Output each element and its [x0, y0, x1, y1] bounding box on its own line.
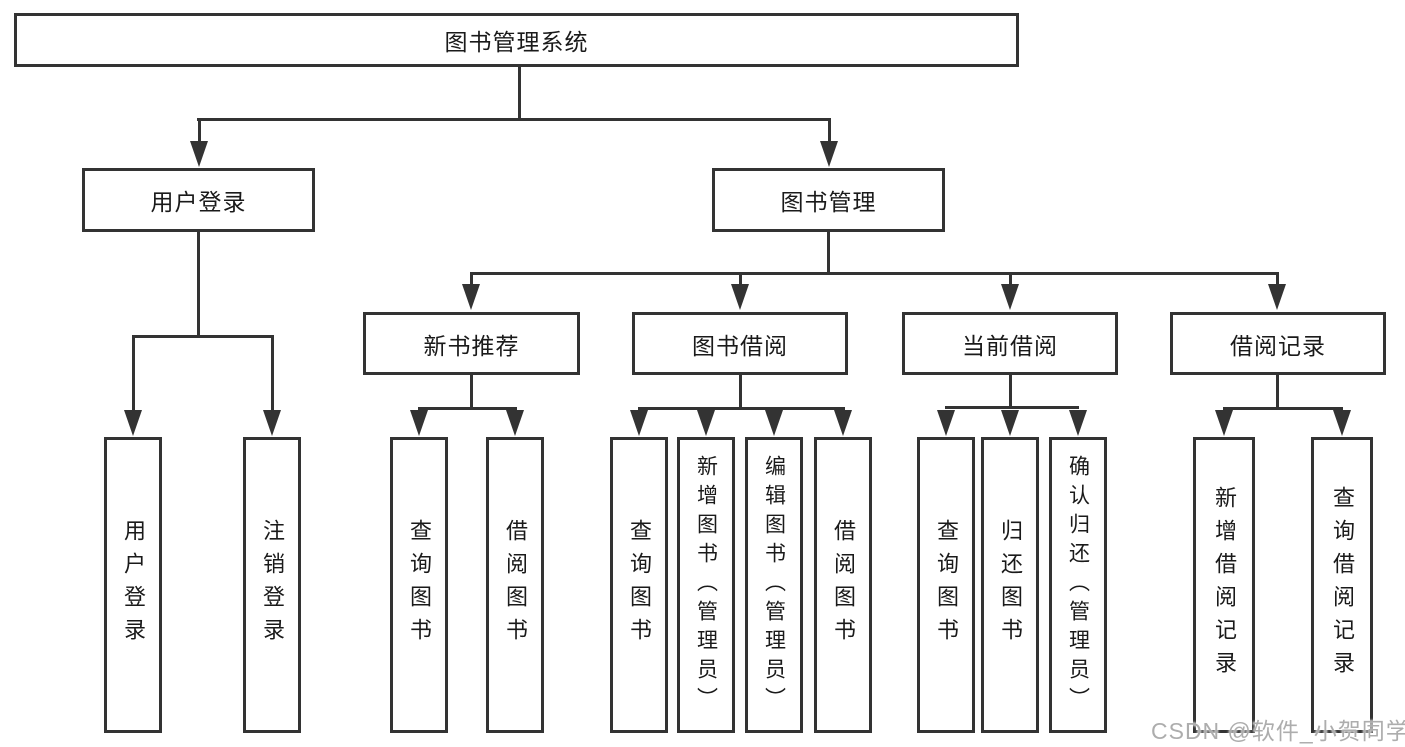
arrow-down-icon — [1069, 410, 1087, 436]
arrow-down-icon — [1333, 410, 1351, 436]
leaf-confirm-return-admin: 确认归还（管理员） — [1049, 437, 1107, 733]
leaf-query-book-current: 查询图书 — [917, 437, 975, 733]
arrow-down-icon — [820, 141, 838, 167]
connector-line — [1276, 272, 1279, 286]
leaf-label: 查询图书 — [407, 519, 432, 651]
leaf-query-borrow-record: 查询借阅记录 — [1311, 437, 1373, 733]
arrow-down-icon — [410, 410, 428, 436]
node-label: 图书管理系统 — [444, 29, 589, 55]
node-current-borrowing: 当前借阅 — [902, 312, 1118, 375]
leaf-label: 确认归还（管理员） — [1066, 454, 1090, 716]
leaf-label: 查询图书 — [627, 519, 652, 651]
connector-line — [1009, 272, 1012, 286]
leaf-add-book-admin: 新增图书（管理员） — [677, 437, 735, 733]
leaf-label: 查询借阅记录 — [1330, 486, 1355, 684]
leaf-label: 借阅图书 — [503, 519, 528, 651]
node-book-management: 图书管理 — [712, 168, 945, 232]
node-label: 图书管理 — [780, 189, 877, 215]
leaf-label: 借阅图书 — [831, 519, 856, 651]
connector-line — [198, 118, 201, 143]
connector-line — [518, 67, 521, 121]
arrow-down-icon — [765, 410, 783, 436]
node-label: 用户登录 — [150, 189, 247, 215]
leaf-label: 归还图书 — [998, 519, 1023, 651]
connector-line — [828, 118, 831, 143]
connector-line — [1223, 407, 1343, 410]
arrow-down-icon — [263, 410, 281, 436]
node-book-borrowing: 图书借阅 — [632, 312, 848, 375]
leaf-label: 用户登录 — [121, 519, 146, 651]
connector-line — [197, 232, 200, 338]
leaf-label: 新增借阅记录 — [1212, 486, 1237, 684]
connector-line — [827, 232, 830, 275]
arrow-down-icon — [731, 284, 749, 310]
leaf-label: 编辑图书（管理员） — [762, 454, 786, 716]
node-label: 图书借阅 — [692, 332, 788, 359]
leaf-add-borrow-record: 新增借阅记录 — [1193, 437, 1255, 733]
node-borrowing-records: 借阅记录 — [1170, 312, 1386, 375]
leaf-return-book: 归还图书 — [981, 437, 1039, 733]
connector-line — [739, 375, 742, 410]
arrow-down-icon — [190, 141, 208, 167]
connector-line — [470, 375, 473, 410]
arrow-down-icon — [1215, 410, 1233, 436]
arrow-down-icon — [834, 410, 852, 436]
connector-line — [271, 335, 274, 412]
node-root-library-system: 图书管理系统 — [14, 13, 1019, 67]
leaf-borrow-book-recommend: 借阅图书 — [486, 437, 544, 733]
arrow-down-icon — [630, 410, 648, 436]
connector-line — [418, 407, 517, 410]
connector-line — [132, 335, 274, 338]
csdn-watermark: CSDN @软件_小贺同学 — [1151, 718, 1405, 744]
connector-line — [470, 272, 473, 286]
arrow-down-icon — [124, 410, 142, 436]
leaf-borrow-book-borrowing: 借阅图书 — [814, 437, 872, 733]
arrow-down-icon — [1268, 284, 1286, 310]
arrow-down-icon — [1001, 410, 1019, 436]
connector-line — [470, 272, 1279, 275]
arrow-down-icon — [462, 284, 480, 310]
connector-line — [132, 335, 135, 412]
node-label: 新书推荐 — [423, 332, 520, 359]
arrow-down-icon — [697, 410, 715, 436]
connector-line — [197, 118, 831, 121]
connector-line — [739, 272, 742, 286]
leaf-edit-book-admin: 编辑图书（管理员） — [745, 437, 803, 733]
leaf-label: 新增图书（管理员） — [694, 454, 718, 716]
connector-line — [1276, 375, 1279, 410]
leaf-query-book-recommend: 查询图书 — [390, 437, 448, 733]
connector-line — [1009, 375, 1012, 409]
arrow-down-icon — [1001, 284, 1019, 310]
leaf-label: 注销登录 — [260, 519, 285, 651]
arrow-down-icon — [937, 410, 955, 436]
arrow-down-icon — [506, 410, 524, 436]
leaf-query-book-borrowing: 查询图书 — [610, 437, 668, 733]
leaf-logout: 注销登录 — [243, 437, 301, 733]
leaf-label: 查询图书 — [934, 519, 959, 651]
connector-line — [945, 406, 1079, 409]
node-new-book-recommend: 新书推荐 — [363, 312, 580, 375]
node-label: 借阅记录 — [1230, 332, 1326, 359]
node-user-login: 用户登录 — [82, 168, 315, 232]
connector-line — [638, 407, 845, 410]
node-label: 当前借阅 — [962, 332, 1058, 359]
leaf-user-login: 用户登录 — [104, 437, 162, 733]
